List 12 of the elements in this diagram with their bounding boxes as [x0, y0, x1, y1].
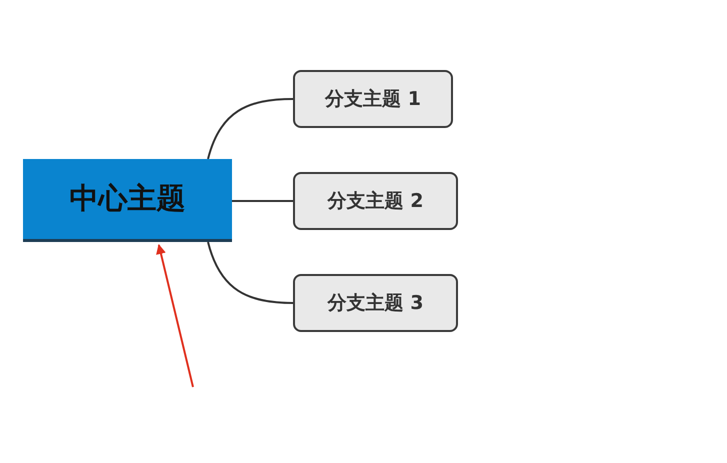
topic-label: 分支主题 1 [325, 87, 421, 112]
topic-label: 中心主题 [70, 180, 186, 217]
branch-topic-box [293, 274, 458, 332]
connector-line [207, 242, 294, 304]
arrow [156, 244, 194, 388]
branch-topic-box [293, 172, 458, 230]
central-topic-box [23, 159, 232, 242]
topic-label: 分支主题 3 [328, 291, 424, 316]
connector-line [207, 98, 294, 160]
topic-label: 分支主题 2 [328, 189, 424, 214]
branch-topic-box [293, 70, 453, 128]
connector-line [232, 200, 293, 202]
